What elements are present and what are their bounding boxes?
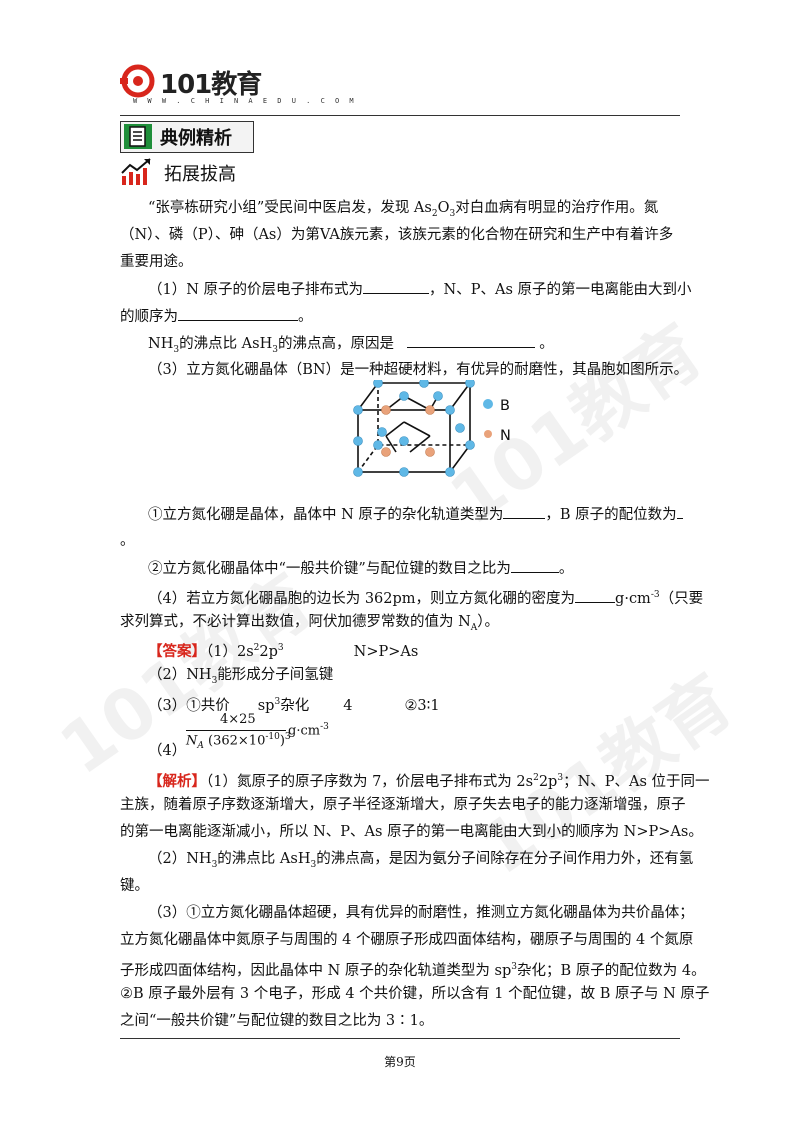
nitrogen-atoms: [381, 405, 435, 457]
answer-blank[interactable]: [363, 279, 430, 294]
question-2: NH3的沸点比 AsH3的沸点高，原因是 。: [148, 333, 554, 360]
page-number: 第9页: [384, 1055, 416, 1069]
logo-icon: [120, 64, 155, 98]
answer-blank[interactable]: [510, 558, 559, 573]
question-4: 求列算式，不必计算出数值，阿伏加德罗常数的值为 NA）。: [120, 614, 500, 633]
section-title: 典例精析: [160, 128, 232, 149]
analysis-line: 键。: [120, 878, 149, 894]
question-3: （3）立方氮化硼晶体（BN）是一种超硬材料，有优异的耐磨性，其晶胞如图所示。: [148, 362, 689, 378]
analysis-line: 子形成四面体结构，因此晶体中 N 原子的杂化轨道类型为 sp3杂化；B 原子的配…: [120, 962, 706, 979]
legend-boron: B: [500, 398, 510, 414]
nitrogen-legend-dot: [484, 430, 492, 438]
answer-blank[interactable]: [406, 333, 535, 348]
trend-chart-icon: [121, 158, 151, 185]
question-3-1: 。: [120, 533, 135, 549]
answer-line-4: （4）: [148, 743, 187, 759]
logo-text: 101教育: [160, 70, 262, 100]
question-3-2: ②立方氮化硼晶体中“一般共价键”与配位键的数目之比为。: [148, 558, 573, 579]
answer-blank[interactable]: [676, 504, 683, 519]
analysis-line: 的第一电离能逐渐减小，所以 N、P、As 原子的第一电离能由大到小的顺序为 N>…: [120, 824, 703, 840]
crystal-cell-diagram: [353, 380, 493, 477]
analysis-line: 主族，随着原子序数逐渐增大，原子半径逐渐增大，原子失去电子的能力逐渐增强，原子: [120, 797, 686, 813]
boron-legend-dot: [483, 399, 493, 409]
analysis-line: 【解析】（1）氮原子的原子序数为 7，价层电子排布式为 2s22p3；N、P、A…: [148, 772, 710, 790]
intro-line: “张亭栋研究小组”受民间中医启发，发现 As2O3对白血病有明显的治疗作用。氮: [148, 200, 659, 219]
logo-url: W W W . C H I N A E D U . C O M: [133, 97, 357, 105]
answer-blank[interactable]: [575, 588, 616, 603]
intro-line: 重要用途。: [120, 254, 193, 270]
intro-line: （N）、磷（P）、砷（As）为第VA族元素，该族元素的化合物在研究和生产中有着许…: [120, 227, 674, 243]
boron-atoms: [353, 380, 475, 477]
analysis-line: 立方氮化硼晶体中氮原子与周围的 4 个硼原子形成四面体结构，硼原子与周围的 4 …: [120, 932, 694, 948]
analysis-line: 之间“一般共价键”与配位键的数目之比为 3∶1。: [120, 1013, 434, 1029]
analysis-line: ②B 原子最外层有 3 个电子，形成 4 个共价键，所以含有 1 个配位键，故 …: [120, 986, 710, 1002]
analysis-line: （3）①立方氮化硼晶体超硬，具有优异的耐磨性，推测立方氮化硼晶体为共价晶体；: [148, 905, 694, 921]
document-icon: [124, 124, 152, 149]
answer-line-2: （2）NH3能形成分子间氢键: [148, 667, 334, 686]
question-3-1: ①立方氮化硼是晶体，晶体中 N 原子的杂化轨道类型为，B 原子的配位数为: [148, 504, 683, 525]
legend-nitrogen: N: [500, 428, 511, 444]
answer-blank[interactable]: [178, 306, 298, 321]
answer-blank[interactable]: [503, 504, 546, 519]
section-subtitle: 拓展拔高: [164, 164, 236, 185]
analysis-line: （2）NH3的沸点比 AsH3的沸点高，是因为氨分子间除存在分子间作用力外，还有…: [148, 851, 694, 870]
header-rule: [120, 115, 680, 116]
footer-rule: [120, 1038, 680, 1039]
question-1: （1）N 原子的价层电子排布式为，N、P、As 原子的第一电离能由大到小: [148, 279, 692, 300]
question-1: 的顺序为。: [120, 306, 313, 327]
